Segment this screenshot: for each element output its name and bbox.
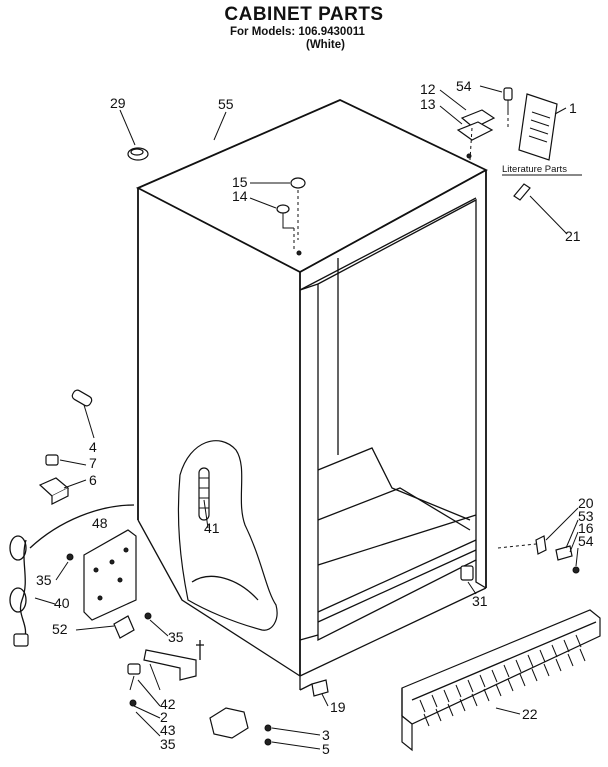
callout-13: 13 <box>420 96 436 112</box>
cabinet-body <box>135 99 488 691</box>
callout-2: 2 <box>160 709 168 725</box>
left-small-parts <box>38 389 93 505</box>
callout-6: 6 <box>89 472 97 488</box>
callout-48: 48 <box>92 515 108 531</box>
callout-52: 52 <box>52 621 68 637</box>
callout-35-bottom: 35 <box>160 736 176 752</box>
callout-labels: 29 55 54 12 13 1 21 15 14 4 7 6 48 41 35… <box>36 78 594 757</box>
tube-clip <box>513 183 531 201</box>
literature-label: Literature Parts <box>502 164 567 175</box>
callout-55: 55 <box>218 96 234 112</box>
lower-left-parts <box>113 612 272 746</box>
control-bracket <box>66 529 137 621</box>
cabinet-plug-29 <box>127 147 149 161</box>
callout-7: 7 <box>89 455 97 471</box>
callout-43: 43 <box>160 722 176 738</box>
callout-22: 22 <box>522 706 538 722</box>
callout-35-mid: 35 <box>168 629 184 645</box>
right-hinge-parts <box>497 535 580 574</box>
side-tubing <box>198 467 210 521</box>
color-line: (White) <box>306 39 345 51</box>
callout-54-right: 54 <box>578 533 594 549</box>
callout-31: 31 <box>472 593 488 609</box>
callout-5: 5 <box>322 741 330 757</box>
callout-42: 42 <box>160 696 176 712</box>
top-plug-parts <box>276 177 306 256</box>
power-cord <box>9 504 135 647</box>
bracket-19 <box>311 679 329 697</box>
callout-19: 19 <box>330 699 346 715</box>
callout-15: 15 <box>232 174 248 190</box>
callout-4: 4 <box>89 439 97 455</box>
callout-12: 12 <box>420 81 436 97</box>
callout-3: 3 <box>322 727 330 743</box>
top-hinge-parts <box>456 87 513 161</box>
toe-grille <box>401 609 601 752</box>
callout-40: 40 <box>54 595 70 611</box>
callout-41: 41 <box>204 520 220 536</box>
callout-16: 16 <box>578 520 594 536</box>
callout-35-left: 35 <box>36 572 52 588</box>
models-line: For Models: 106.9430011 <box>230 26 365 38</box>
callout-21: 21 <box>565 228 581 244</box>
callout-1: 1 <box>569 100 577 116</box>
callout-29: 29 <box>110 95 126 111</box>
callout-14: 14 <box>232 188 248 204</box>
callout-53: 53 <box>578 508 594 524</box>
cabinet-clip-31 <box>460 565 474 581</box>
callout-54-top: 54 <box>456 78 472 94</box>
literature-parts <box>518 93 558 161</box>
diagram-title: CABINET PARTS <box>224 4 384 25</box>
leader-lines <box>34 85 579 750</box>
callout-20: 20 <box>578 495 594 511</box>
